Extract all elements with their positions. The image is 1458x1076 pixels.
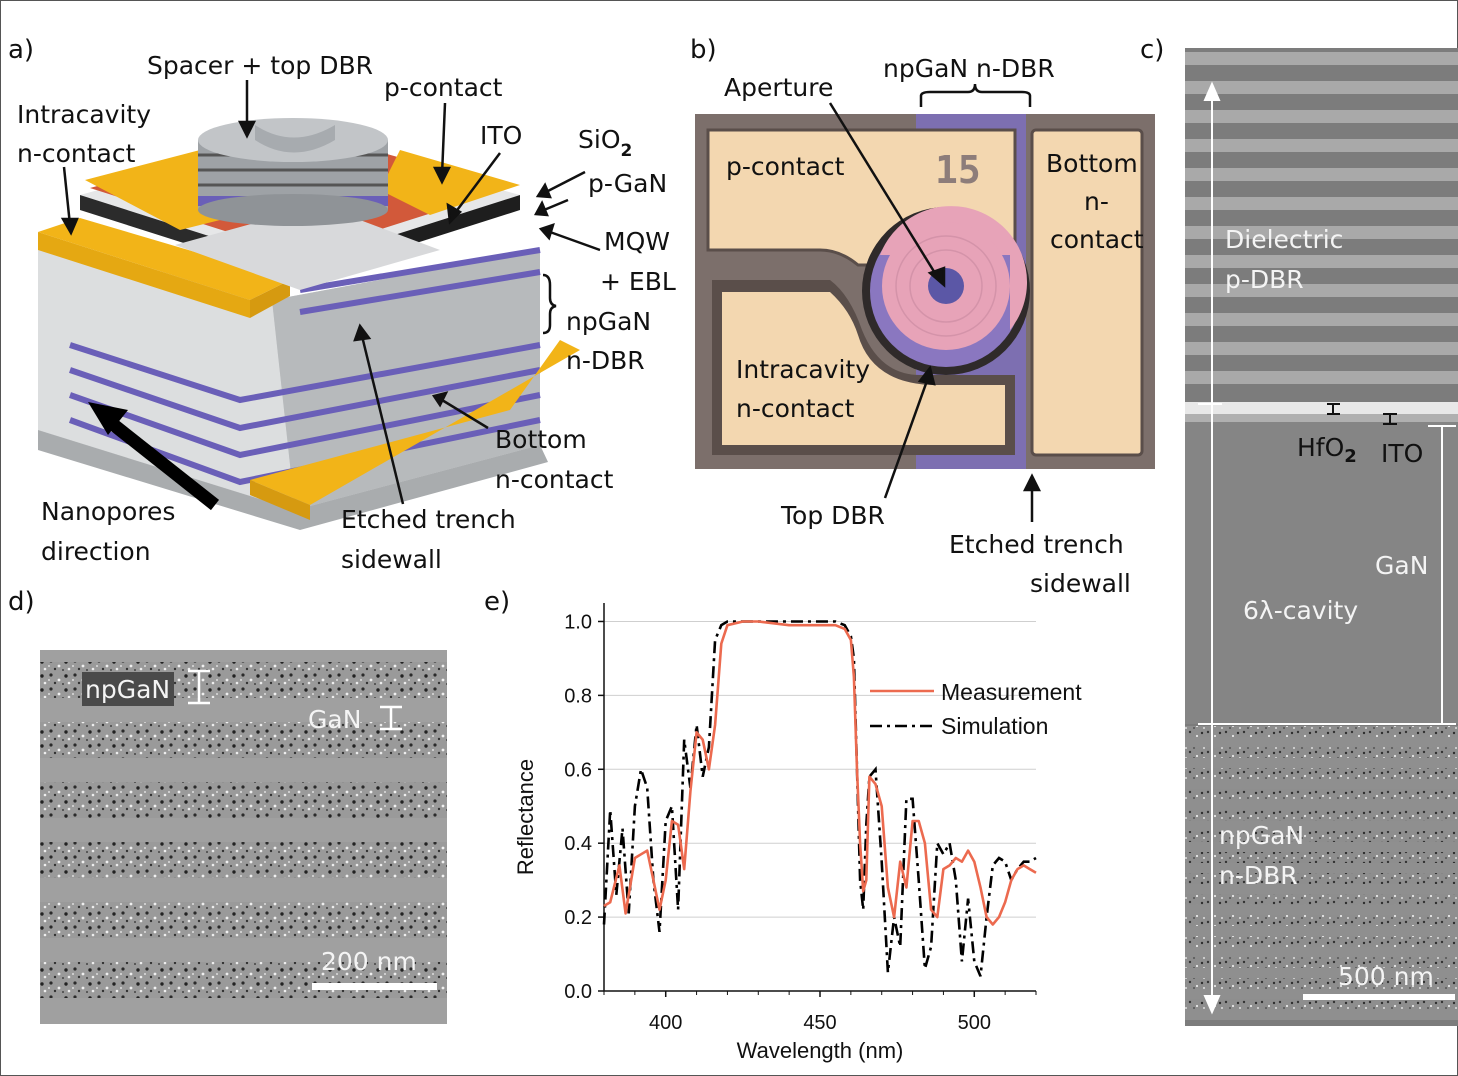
x-axis-label: Wavelength (nm) [737,1038,904,1063]
npgan-dbr-stripes [68,247,541,486]
panel-a-arrows [60,80,601,505]
x-tick-label: 500 [958,1012,991,1034]
label-bottom-contact-b-2: n- [1084,187,1109,216]
panel-d: d) npGaN GaN 200 nm [8,587,447,1024]
label-ito-a: ITO [480,121,522,150]
panel-c-tag: c) [1140,35,1164,65]
label-intracavity-a-1: Intracavity [17,100,151,129]
panel-a-tag: a) [8,35,34,65]
bottom-contact-strip [250,340,580,505]
label-ito-c: ITO [1381,439,1423,468]
y-tick-label: 0.6 [564,759,592,781]
scale-bar-c [1303,994,1455,1000]
panel-e-tag: e) [484,587,510,617]
hfo2-ito-bars [1327,403,1397,425]
label-etched-b-1: Etched trench [949,530,1124,559]
label-intracavity-b-2: n-contact [736,394,855,423]
label-npgan-a-2: n-DBR [566,346,645,375]
y-tick-label: 1.0 [564,611,592,633]
panel-c: c) Dielectric p-DBR HfO2 ITO GaN 6λ-cavi… [1140,35,1458,1026]
label-dielectric-2: p-DBR [1225,265,1304,294]
label-dielectric-1: Dielectric [1225,225,1343,254]
device-number-15: 15 [935,148,981,192]
panel-d-tag: d) [8,587,35,617]
label-gan-d: GaN [308,705,361,734]
series-simulation-line [602,620,1037,977]
x-tick-label: 400 [649,1012,682,1034]
label-aperture: Aperture [724,73,833,102]
device-schematic-3d [38,118,580,530]
thickness-bars-d [188,669,402,731]
series-measurement-line [603,620,1037,926]
label-npgan-c-2: n-DBR [1219,861,1298,890]
y-tick-label: 0.0 [564,981,592,1003]
label-bottom-contact-b-1: Bottom [1046,149,1138,178]
label-bottom-contact-b-3: contact [1050,225,1144,254]
nanopores-direction-arrow [100,412,220,511]
legend-label-simulation: Simulation [941,713,1048,739]
label-nanopores-2: direction [41,537,151,566]
label-npgan-c-1: npGaN [1219,821,1304,850]
intracavity-contact-pad [722,292,1005,445]
panel-b: b) 15 Aperture npGaN n-DBR [690,35,1155,598]
dielectric-pdbr-stripes [1185,52,1458,384]
y-tick-label: 0.4 [564,833,592,855]
device-micrograph: 15 [695,114,1155,469]
label-spacer-top-dbr: Spacer + top DBR [147,51,373,80]
gan-cavity-region [1185,422,1458,724]
y-tick-label: 0.2 [564,907,592,929]
label-etched-b-2: sidewall [1030,569,1131,598]
label-cavity: 6λ-cavity [1243,596,1358,625]
label-hfo2: HfO2 [1297,433,1357,467]
y-axis-label: Reflectance [513,759,538,875]
sem-npgan-dbr [40,650,447,1024]
label-p-gan: p-GaN [588,169,667,198]
panel-a: a) [8,35,676,574]
y-tick-label: 0.8 [564,685,592,707]
chart-axes [603,603,1036,992]
intracavity-contact-strip [38,218,290,300]
scale-bar-d [312,983,437,990]
label-top-dbr-b: Top DBR [780,501,885,530]
label-ebl: + EBL [600,267,676,296]
label-bottom-contact-a-1: Bottom [495,425,587,454]
label-nanopores-1: Nanopores [41,497,175,526]
label-npgan-d: npGaN [85,675,170,704]
label-npgan-a-1: npGaN [566,307,651,336]
label-intracavity-a-2: n-contact [17,139,136,168]
legend-label-measurement: Measurement [941,679,1082,705]
top-dbr-cylinder [198,118,388,226]
x-tick-label: 450 [803,1012,836,1034]
panel-b-arrows [828,83,1042,522]
label-scale-d: 200 nm [321,947,417,976]
label-bottom-contact-a-2: n-contact [495,465,614,494]
label-sio2: SiO2 [578,125,632,161]
label-scale-c: 500 nm [1338,962,1434,991]
label-etched-a-1: Etched trench [341,505,516,534]
label-p-contact-b: p-contact [726,152,845,181]
label-npgan-ndbr-b: npGaN n-DBR [883,54,1055,83]
label-etched-a-2: sidewall [341,545,442,574]
label-mqw: MQW [604,227,670,256]
label-intracavity-b-1: Intracavity [736,355,870,384]
panel-e: e) 0.0 0.2 0.4 0.6 0.8 1.0 400 450 500Wavelength… [484,587,1082,1063]
bottom-contact-pad [1030,128,1144,457]
label-p-contact-a: p-contact [384,73,503,102]
panel-c-markers [1198,81,1456,1015]
panel-b-tag: b) [690,35,717,65]
label-gan-c: GaN [1375,551,1428,580]
